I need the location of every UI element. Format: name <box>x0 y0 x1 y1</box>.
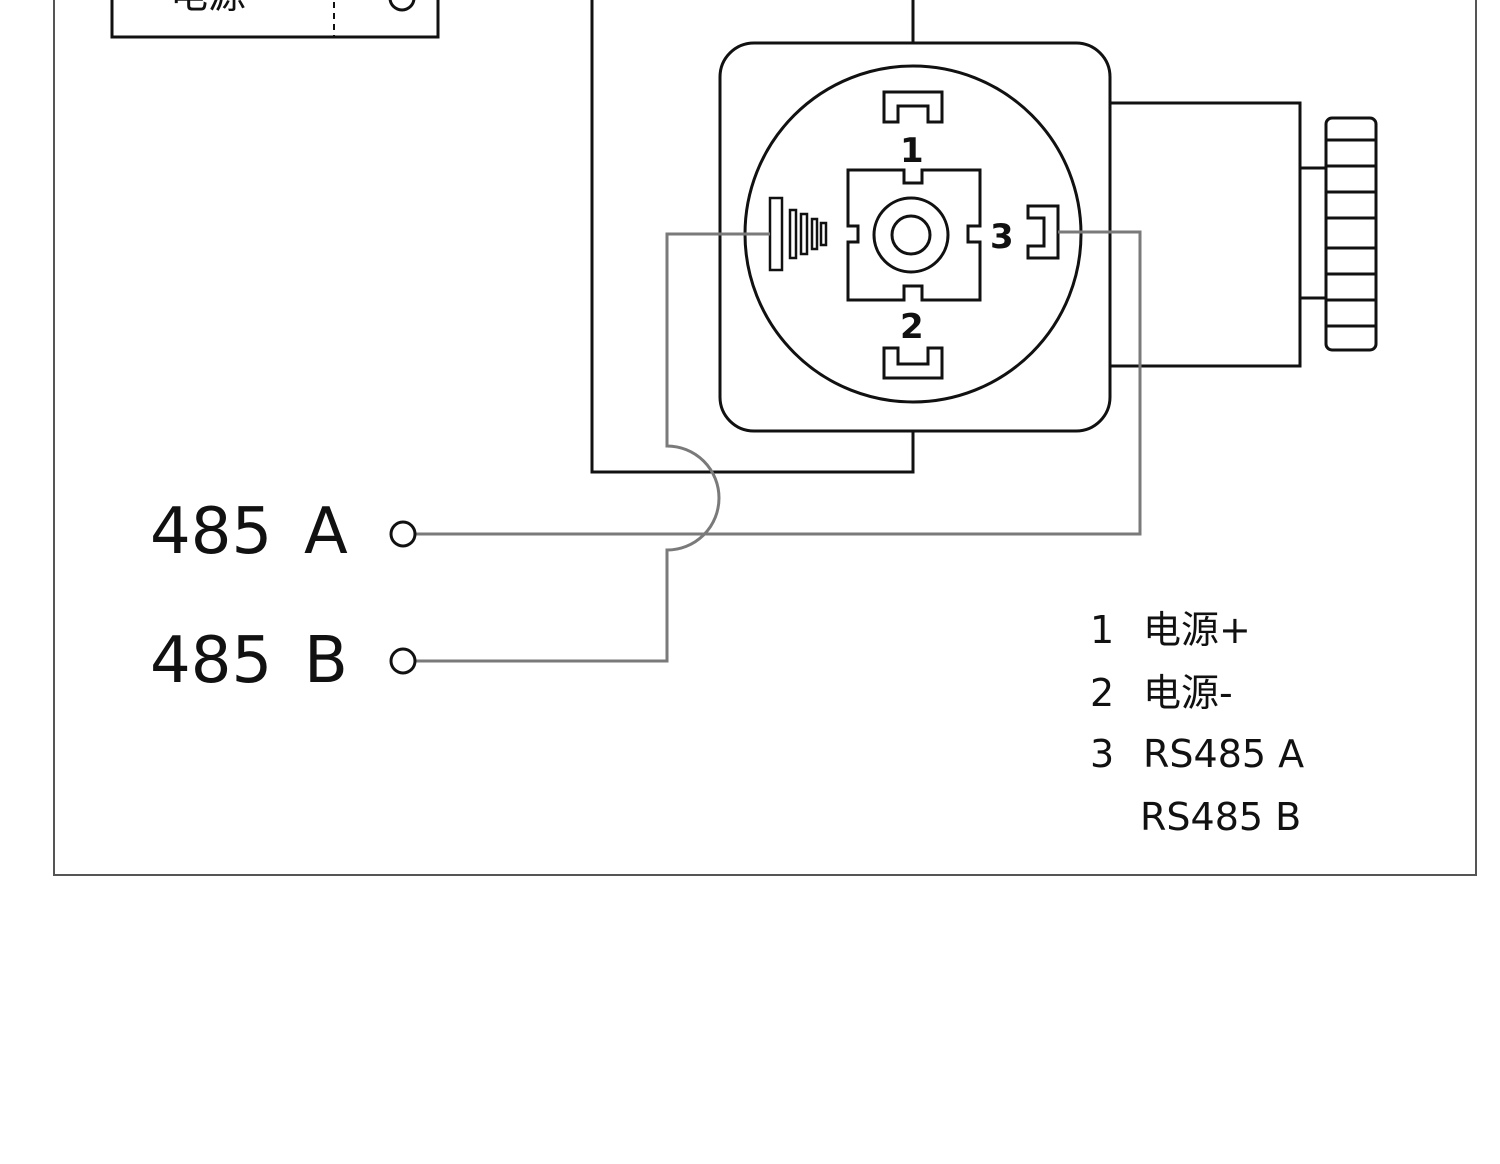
pin-1-number: 1 <box>900 131 924 171</box>
terminal-a-connector <box>389 520 417 548</box>
rs485-wires <box>415 230 1142 663</box>
rs485-b-wire <box>415 232 770 663</box>
legend-num-2: 2 <box>1090 671 1114 715</box>
rs485-a-wire <box>415 230 1142 536</box>
terminal-485-a: 485 A <box>150 495 417 569</box>
power-terminal <box>388 0 416 12</box>
legend-text-3: RS485 A <box>1143 732 1304 776</box>
power-terminal-minus: — <box>348 0 386 15</box>
power-supply-label: 电源 <box>170 0 246 17</box>
terminal-a-line: A <box>304 495 348 569</box>
pin-2-number: 2 <box>900 307 924 347</box>
pin-3-socket <box>1026 204 1060 260</box>
legend-text-4: RS485 B <box>1140 795 1301 839</box>
pin-2-socket <box>882 346 944 380</box>
legend-text-1: 电源+ <box>1143 608 1251 652</box>
terminal-485-b: 485 B <box>150 624 417 698</box>
terminal-a-bus: 485 <box>150 495 272 569</box>
din-connector: 1 2 3 <box>718 41 1378 433</box>
legend-text-2: 电源- <box>1143 671 1233 715</box>
power-supply-box: 电源 — <box>110 0 440 39</box>
cable-gland-nut <box>1324 116 1378 352</box>
pin-1-socket <box>882 90 944 124</box>
pin-3-number: 3 <box>990 217 1014 257</box>
terminal-b-connector <box>389 647 417 675</box>
cable-gland-body <box>1110 101 1302 368</box>
terminal-b-bus: 485 <box>150 624 272 698</box>
legend-num-3: 3 <box>1090 732 1114 776</box>
legend-num-1: 1 <box>1090 608 1114 652</box>
pin-legend: 1 电源+ 2 电源- 3 RS485 A RS485 B <box>1090 608 1304 839</box>
connector-center-hole <box>890 214 932 256</box>
diagram-frame <box>53 0 1477 876</box>
terminal-b-line: B <box>304 624 348 698</box>
